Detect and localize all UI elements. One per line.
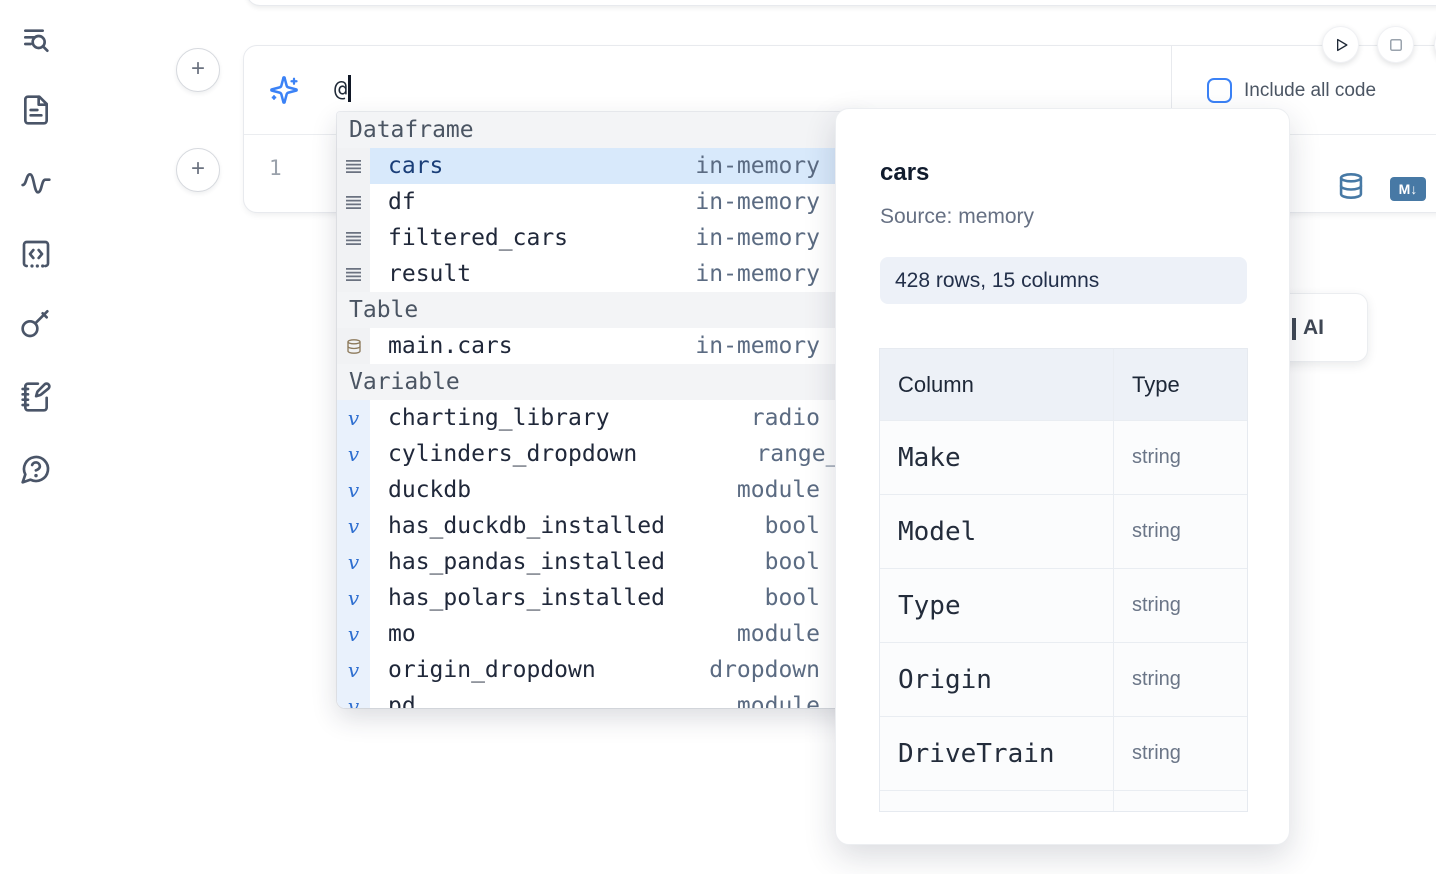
markdown-convert-icon[interactable]: M↓ bbox=[1390, 177, 1426, 201]
notebook-pen-icon[interactable] bbox=[20, 381, 52, 413]
popup-shape-badge: 428 rows, 15 columns bbox=[880, 257, 1247, 304]
database-icon[interactable] bbox=[1337, 172, 1365, 202]
previous-cell-edge bbox=[246, 0, 1436, 6]
add-cell-button-top[interactable]: + bbox=[176, 48, 220, 92]
sidebar bbox=[0, 0, 72, 874]
autocomplete-item-has-pandas-installed[interactable]: v has_pandas_installed bool bbox=[337, 544, 865, 580]
section-header-variable: Variable bbox=[337, 364, 865, 400]
autocomplete-item-filtered-cars[interactable]: filtered_cars in-memory bbox=[337, 220, 865, 256]
autocomplete-dropdown: Dataframe cars in-memory df in-memory fi… bbox=[337, 112, 865, 708]
file-text-icon[interactable] bbox=[20, 94, 52, 126]
ai-prompt-input[interactable]: @ bbox=[334, 46, 351, 134]
autocomplete-item-duckdb[interactable]: v duckdb module bbox=[337, 472, 865, 508]
variable-icon: v bbox=[337, 688, 370, 708]
dataframe-details-popup: cars Source: memory 428 rows, 15 columns… bbox=[835, 108, 1290, 845]
table-row: Type string bbox=[880, 568, 1247, 642]
key-icon[interactable] bbox=[20, 308, 52, 340]
code-square-icon[interactable] bbox=[20, 238, 52, 270]
autocomplete-item-has-duckdb-installed[interactable]: v has_duckdb_installed bool bbox=[337, 508, 865, 544]
autocomplete-item-df[interactable]: df in-memory bbox=[337, 184, 865, 220]
variable-icon: v bbox=[337, 544, 370, 580]
variable-icon: v bbox=[337, 652, 370, 688]
section-header-table: Table bbox=[337, 292, 865, 328]
table-row-clipped bbox=[880, 790, 1247, 811]
table-row: Make string bbox=[880, 420, 1247, 494]
autocomplete-item-has-polars-installed[interactable]: v has_polars_installed bool bbox=[337, 580, 865, 616]
text-cursor bbox=[348, 74, 351, 102]
variable-icon: v bbox=[337, 580, 370, 616]
ai-prompt-row[interactable]: @ Include all code bbox=[244, 46, 1436, 134]
dataframe-rows-icon bbox=[337, 184, 370, 220]
variable-icon: v bbox=[337, 436, 370, 472]
table-row: Model string bbox=[880, 494, 1247, 568]
dataframe-rows-icon bbox=[337, 220, 370, 256]
autocomplete-item-main-cars[interactable]: main.cars in-memory bbox=[337, 328, 865, 364]
autocomplete-item-cars[interactable]: cars in-memory bbox=[337, 148, 865, 184]
table-header-row: Column Type bbox=[880, 349, 1247, 420]
autocomplete-item-charting-library[interactable]: v charting_library radio bbox=[337, 400, 865, 436]
run-cell-button[interactable] bbox=[1322, 26, 1359, 63]
activity-icon[interactable] bbox=[20, 167, 52, 199]
list-search-icon[interactable] bbox=[20, 24, 52, 56]
variable-icon: v bbox=[337, 508, 370, 544]
divider bbox=[1171, 46, 1172, 134]
popup-title: cars bbox=[880, 159, 930, 186]
sparkles-icon bbox=[269, 75, 299, 105]
popup-source: Source: memory bbox=[880, 205, 1035, 228]
stop-icon bbox=[1389, 38, 1402, 51]
autocomplete-item-pd[interactable]: v pd module bbox=[337, 688, 865, 708]
include-all-code-label: Include all code bbox=[1244, 80, 1377, 101]
variable-icon: v bbox=[337, 400, 370, 436]
autocomplete-item-mo[interactable]: v mo module bbox=[337, 616, 865, 652]
autocomplete-item-result[interactable]: result in-memory bbox=[337, 256, 865, 292]
variable-icon: v bbox=[337, 472, 370, 508]
clipped-letter bbox=[1292, 318, 1296, 340]
table-row: DriveTrain string bbox=[880, 716, 1247, 790]
ai-card-label: AI bbox=[1303, 316, 1324, 339]
section-header-dataframe: Dataframe bbox=[337, 112, 865, 148]
popup-schema-table: Column Type Make string Model string Typ… bbox=[879, 348, 1248, 812]
line-number: 1 bbox=[269, 156, 282, 180]
dataframe-rows-icon bbox=[337, 148, 370, 184]
dataframe-rows-icon bbox=[337, 256, 370, 292]
table-database-icon bbox=[337, 328, 370, 364]
autocomplete-item-origin-dropdown[interactable]: v origin_dropdown dropdown bbox=[337, 652, 865, 688]
autocomplete-item-cylinders-dropdown[interactable]: v cylinders_dropdown range_sli bbox=[337, 436, 865, 472]
include-all-code-checkbox[interactable] bbox=[1207, 78, 1232, 103]
stop-button[interactable] bbox=[1377, 26, 1414, 63]
help-circle-icon[interactable] bbox=[20, 453, 52, 485]
table-row: Origin string bbox=[880, 642, 1247, 716]
variable-icon: v bbox=[337, 616, 370, 652]
play-icon bbox=[1336, 38, 1347, 51]
add-cell-button-bottom[interactable]: + bbox=[176, 148, 220, 192]
